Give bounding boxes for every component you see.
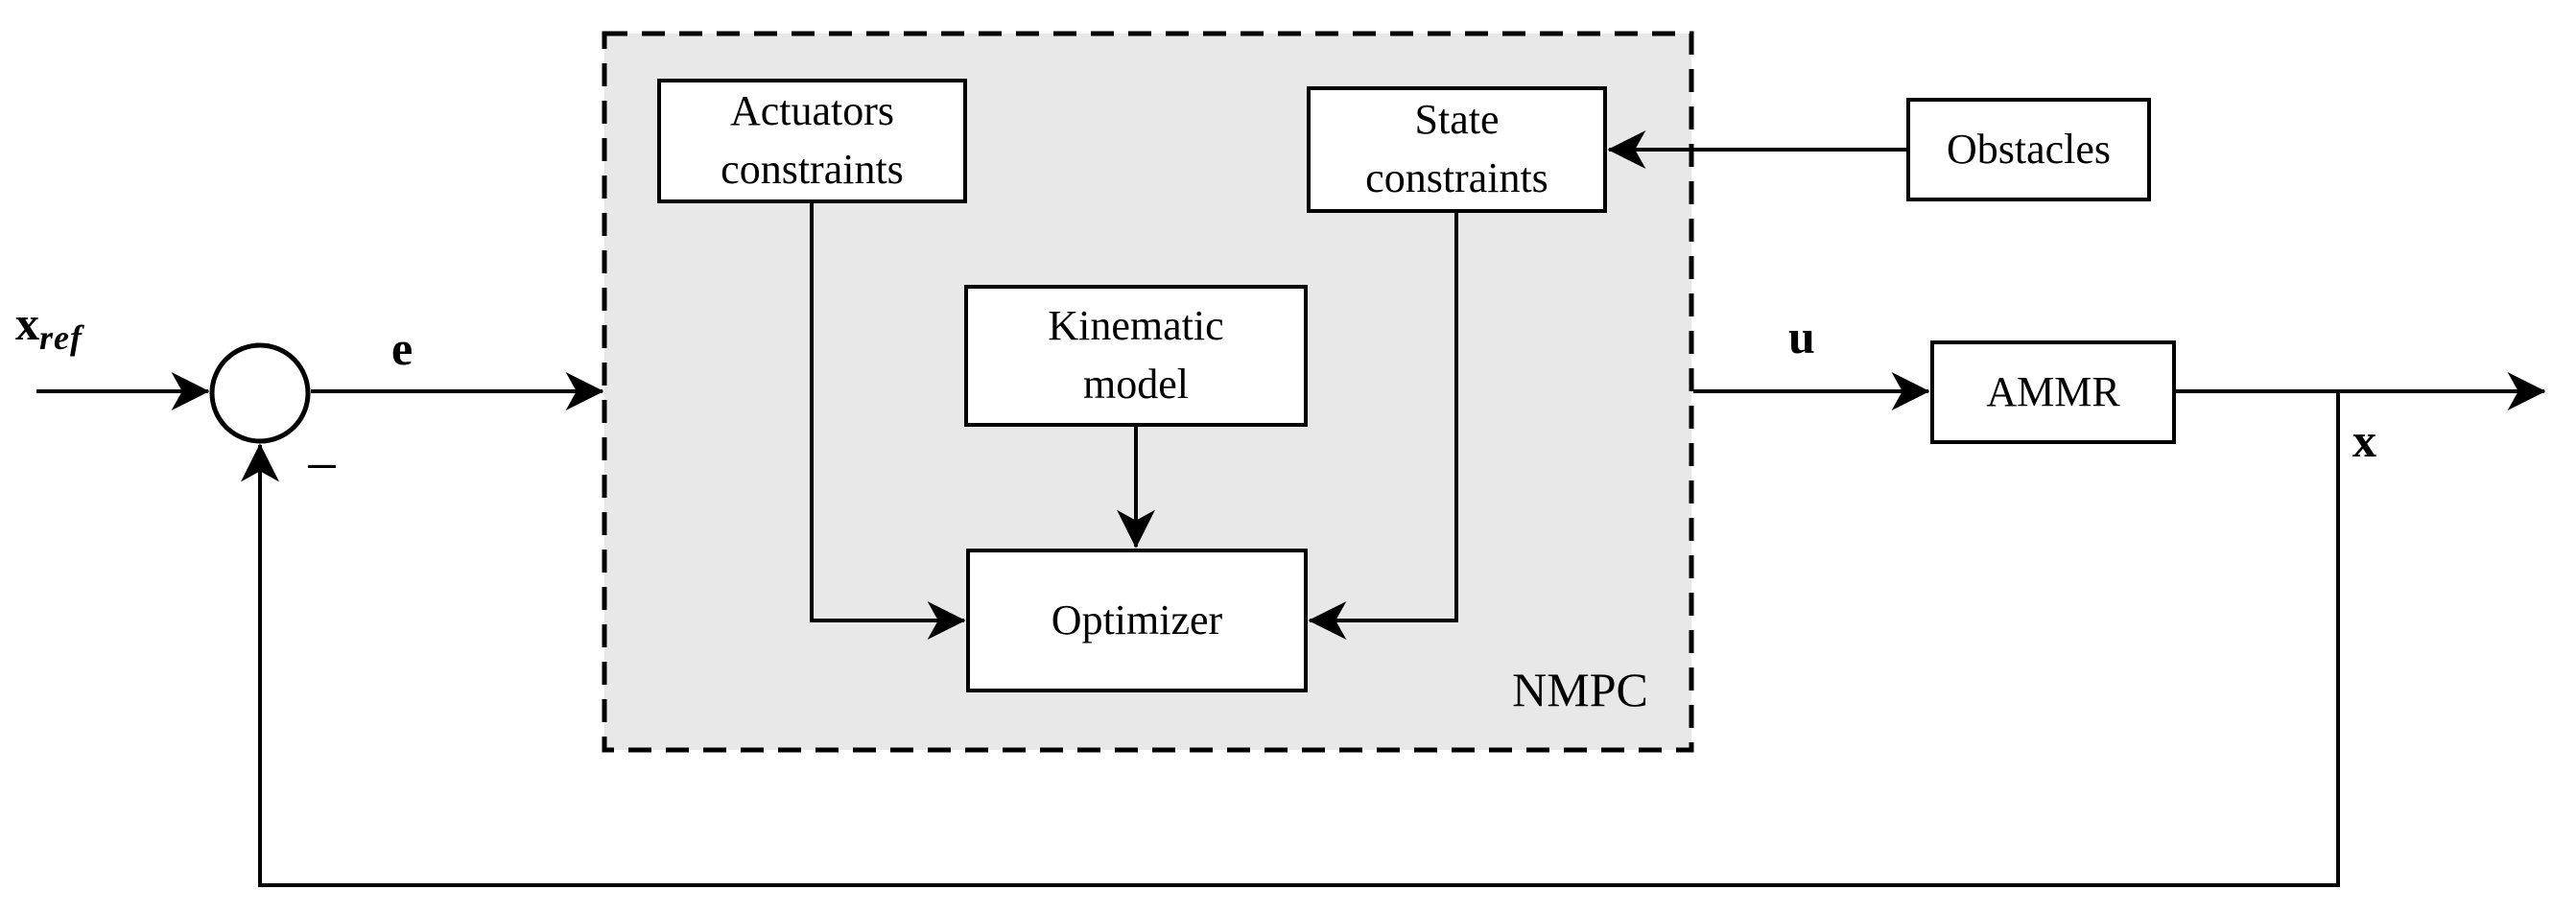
block-obstacles: Obstacles: [1906, 98, 2151, 201]
error-signal-label: e: [391, 321, 414, 375]
reference-signal-base: x: [15, 296, 39, 350]
reference-signal-subscript: ref: [39, 318, 83, 357]
control-signal-label: u: [1788, 310, 1815, 363]
nmpc-region-label: NMPC: [1512, 663, 1648, 716]
block-state-line1: State: [1414, 96, 1500, 144]
reference-signal-label: xref: [15, 295, 83, 358]
block-kinematic-line1: Kinematic: [1048, 302, 1224, 350]
block-actuators-line1: Actuators: [729, 87, 895, 135]
feedback-loop-arrow: [241, 391, 2340, 887]
block-optimizer: Optimizer: [966, 549, 1308, 692]
state-to-optimizer-arrow: [1308, 213, 1458, 640]
block-kinematic-model: Kinematic model: [964, 285, 1308, 427]
summing-junction: [209, 342, 311, 444]
block-ammr: AMMR: [1930, 340, 2176, 444]
block-obstacles-label: Obstacles: [1946, 125, 2112, 173]
summing-junction-minus-sign: −: [305, 434, 339, 500]
block-state-line2: constraints: [1365, 154, 1548, 201]
block-actuators-line2: constraints: [721, 146, 904, 193]
block-kinematic-line2: model: [1083, 361, 1189, 408]
block-actuators-constraints: Actuators constraints: [657, 79, 967, 203]
block-optimizer-label: Optimizer: [1051, 596, 1223, 644]
block-state-constraints: State constraints: [1307, 86, 1607, 213]
block-ammr-label: AMMR: [1986, 367, 2120, 415]
actuators-to-optimizer-arrow: [810, 203, 966, 640]
state-signal-label: x: [2352, 413, 2376, 467]
